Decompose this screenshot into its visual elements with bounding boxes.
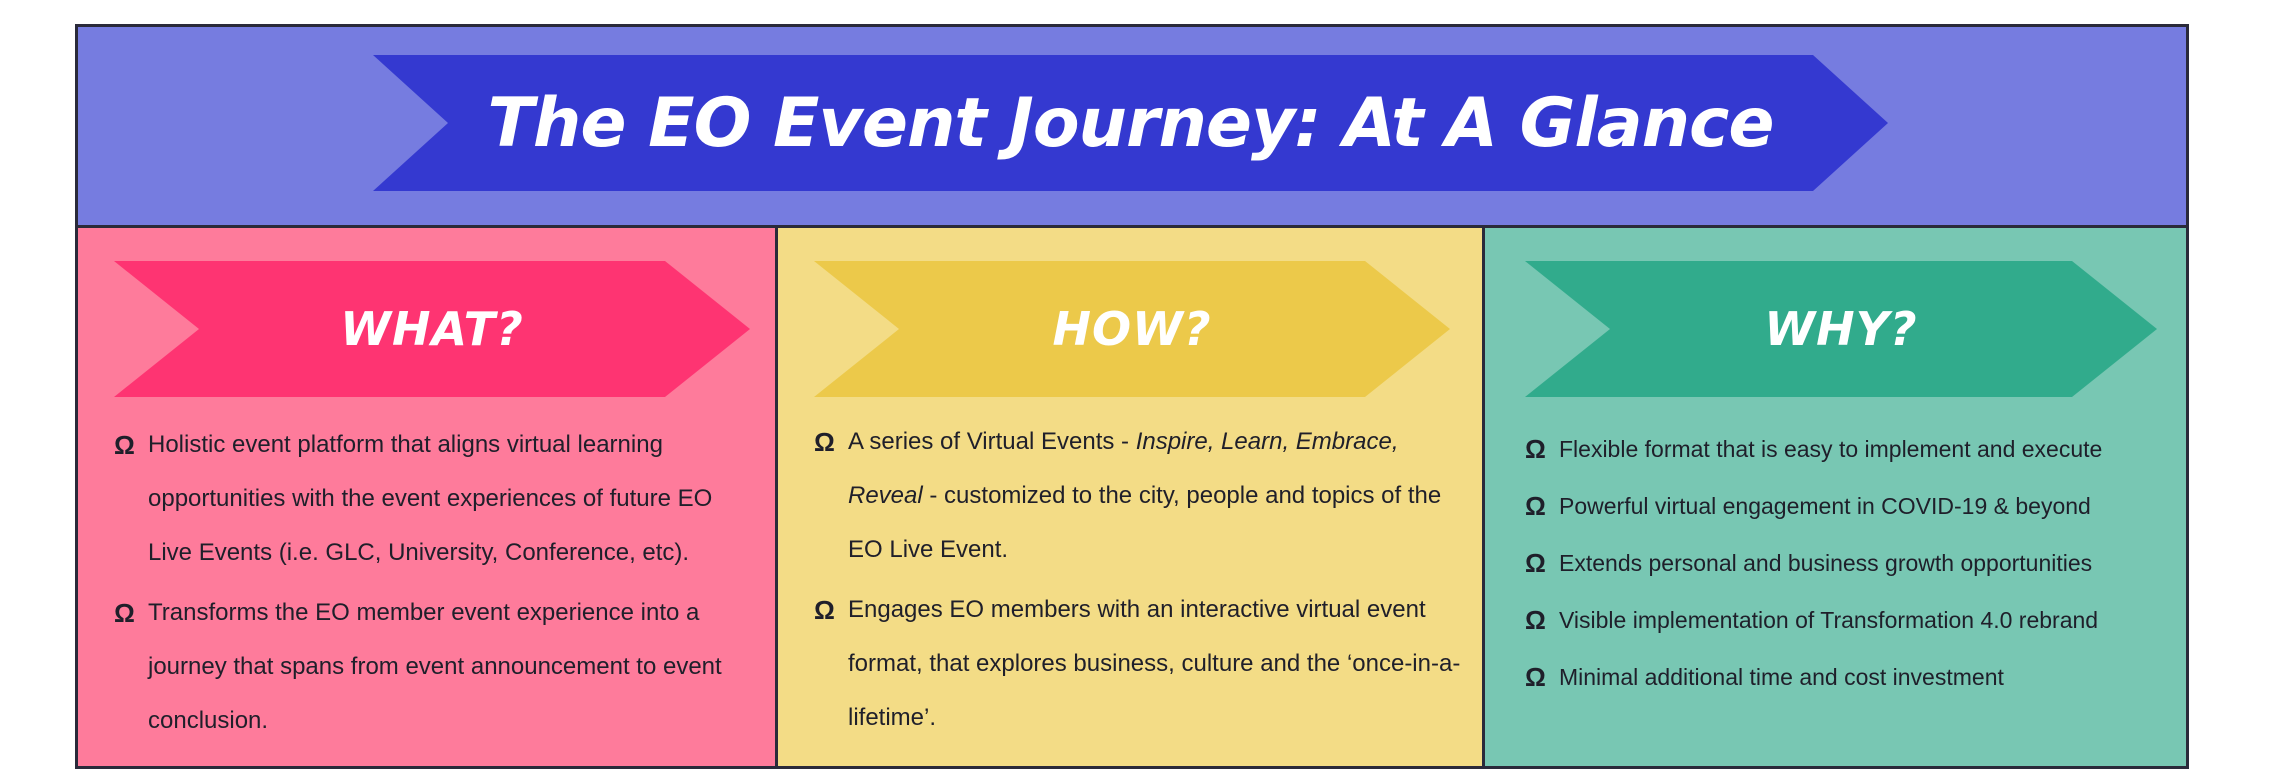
list-item: Ω Flexible format that is easy to implem… (1525, 421, 2166, 478)
journey-diagram: The EO Event Journey: At A Glance WHAT? … (75, 24, 2189, 769)
omega-bullet-icon: Ω (1525, 605, 1546, 635)
why-heading-arrow: WHY? (1525, 261, 2157, 397)
omega-bullet-icon: Ω (814, 427, 835, 457)
bullet-text: Minimal additional time and cost investm… (1559, 664, 2004, 690)
bullet-text: Transforms the EO member event experienc… (148, 599, 722, 734)
bullet-text-events: Inspire, Learn, Embrace, Reveal (848, 428, 1399, 509)
how-arrow-shape (814, 261, 1450, 397)
list-item: Ω Visible implementation of Transformati… (1525, 592, 2166, 649)
omega-bullet-icon: Ω (114, 430, 135, 460)
bullet-text-post: - customized to the city, people and top… (848, 482, 1442, 563)
column-how: HOW? Ω A series of Virtual Events - Insp… (778, 228, 1485, 766)
omega-bullet-icon: Ω (1525, 662, 1546, 692)
bullet-text: Powerful virtual engagement in COVID-19 … (1559, 493, 2091, 519)
bullet-text: Visible implementation of Transformation… (1559, 607, 2099, 633)
why-arrow-shape (1525, 261, 2157, 397)
omega-bullet-icon: Ω (1525, 434, 1546, 464)
how-heading-arrow: HOW? (814, 261, 1450, 397)
omega-bullet-icon: Ω (114, 598, 135, 628)
column-why: WHY? Ω Flexible format that is easy to i… (1485, 228, 2186, 766)
header-band: The EO Event Journey: At A Glance (78, 27, 2186, 228)
bullet-text: Holistic event platform that aligns virt… (148, 431, 713, 566)
bullet-text: Extends personal and business growth opp… (1559, 550, 2093, 576)
bullet-text: Flexible format that is easy to implemen… (1559, 436, 2103, 462)
list-item: Ω A series of Virtual Events - Inspire, … (814, 415, 1462, 577)
how-heading: HOW? (1052, 302, 1212, 356)
list-item: Ω Transforms the EO member event experie… (114, 586, 755, 748)
why-heading: WHY? (1764, 302, 1918, 356)
list-item: Ω Extends personal and business growth o… (1525, 535, 2166, 592)
list-item: Ω Minimal additional time and cost inves… (1525, 649, 2166, 706)
omega-bullet-icon: Ω (814, 595, 835, 625)
page-title: The EO Event Journey: At A Glance (487, 83, 1775, 163)
list-item: Ω Powerful virtual engagement in COVID-1… (1525, 478, 2166, 535)
what-bullet-list: Ω Holistic event platform that aligns vi… (114, 418, 755, 754)
what-arrow-shape (114, 261, 750, 397)
list-item: Ω Engages EO members with an interactive… (814, 583, 1462, 745)
omega-bullet-icon: Ω (1525, 491, 1546, 521)
column-what: WHAT? Ω Holistic event platform that ali… (78, 228, 778, 766)
bullet-text-pre: A series of Virtual Events - (848, 428, 1136, 455)
bullet-text: Engages EO members with an interactive v… (848, 596, 1461, 731)
how-bullet-list: Ω A series of Virtual Events - Inspire, … (814, 415, 1462, 751)
list-item: Ω Holistic event platform that aligns vi… (114, 418, 755, 580)
title-arrow-shape (373, 55, 1888, 191)
what-heading-arrow: WHAT? (114, 261, 750, 397)
title-banner: The EO Event Journey: At A Glance (373, 55, 1888, 191)
what-heading: WHAT? (340, 302, 524, 356)
bullet-text: A series of Virtual Events - Inspire, Le… (848, 415, 1462, 577)
omega-bullet-icon: Ω (1525, 548, 1546, 578)
why-bullet-list: Ω Flexible format that is easy to implem… (1525, 421, 2166, 706)
